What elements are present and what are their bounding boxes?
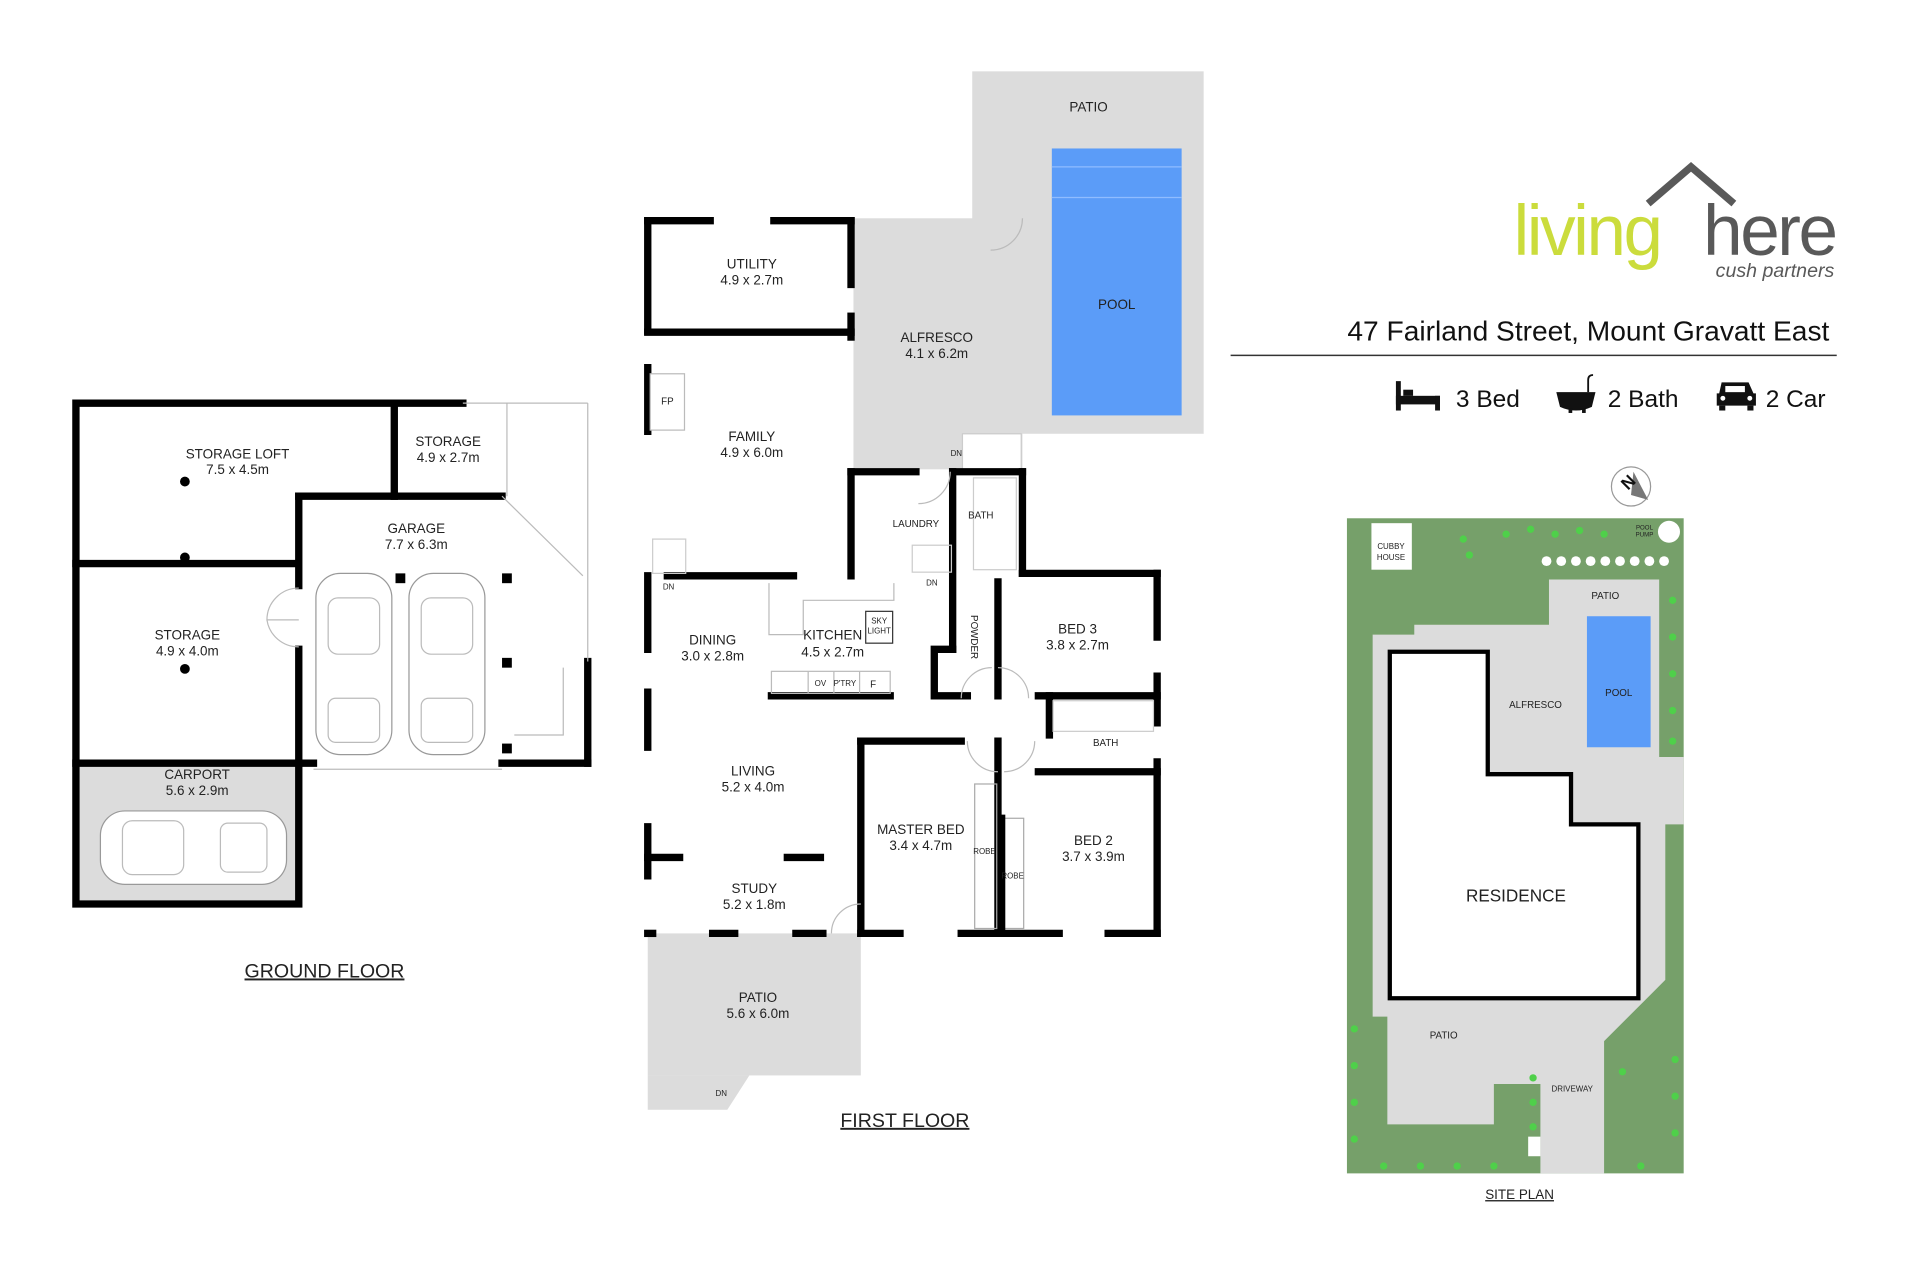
- site-label: POOL: [1636, 524, 1654, 531]
- bed-icon: [1395, 381, 1440, 411]
- car-icon: [1716, 382, 1756, 411]
- first-floor-title: FIRST FLOOR: [840, 1110, 969, 1132]
- skylight-label: LIGHT: [867, 626, 891, 635]
- feature-label: 3 Bed: [1456, 386, 1520, 413]
- car-graphic: [408, 572, 486, 756]
- site-plan: N CUBBY HOUSE POOL PUMP PATIO POOL ALFRE…: [1346, 466, 1684, 1202]
- shrubs: [1350, 525, 1679, 1170]
- site-plan-title: SITE PLAN: [1485, 1187, 1554, 1202]
- car-graphic: [99, 810, 288, 886]
- room-size: 5.6 x 2.9m: [166, 783, 229, 798]
- stairs-down-label: DN: [715, 1089, 727, 1098]
- room-size: 5.2 x 4.0m: [722, 779, 785, 794]
- stairs-down-label: DN: [926, 579, 938, 588]
- residence-footprint: [1387, 649, 1641, 1001]
- stairs-down-label: DN: [663, 582, 675, 591]
- room-size: 7.7 x 6.3m: [385, 537, 448, 552]
- room-name: STORAGE: [415, 434, 481, 449]
- room-name: MASTER BED: [877, 822, 965, 837]
- fireplace-label: FP: [661, 396, 674, 407]
- room-size: 3.4 x 4.7m: [889, 838, 952, 853]
- room-name: PATIO: [739, 990, 777, 1005]
- room-name: BED 3: [1058, 621, 1097, 636]
- feature-label: 2 Bath: [1608, 386, 1679, 413]
- room-size: 4.9 x 2.7m: [417, 450, 480, 465]
- room-name: LAUNDRY: [893, 519, 940, 530]
- room-name: STORAGE LOFT: [186, 446, 290, 461]
- site-pool: [1586, 616, 1651, 748]
- room-size: 5.2 x 1.8m: [723, 897, 786, 912]
- room-size: 3.8 x 2.7m: [1046, 637, 1109, 652]
- ground-floor-plan: STORAGE LOFT 7.5 x 4.5m STORAGE 4.9 x 2.…: [72, 399, 592, 982]
- site-label: DRIVEWAY: [1552, 1084, 1594, 1093]
- room-name: PATIO: [1069, 100, 1107, 115]
- room-name: KITCHEN: [803, 628, 862, 643]
- pantry-label: P'TRY: [834, 679, 857, 688]
- room-size: 4.5 x 2.7m: [801, 645, 864, 660]
- room-name: STUDY: [731, 881, 777, 896]
- room-name: STORAGE: [155, 628, 221, 643]
- ground-floor-title: GROUND FLOOR: [245, 960, 405, 982]
- room-size: 5.6 x 6.0m: [727, 1006, 790, 1021]
- site-label: HOUSE: [1377, 553, 1405, 562]
- room-name: LIVING: [731, 763, 775, 778]
- car-graphic: [315, 572, 393, 756]
- feature-label: 2 Car: [1766, 386, 1826, 413]
- room-name: DINING: [689, 632, 736, 647]
- site-label: ALFRESCO: [1509, 700, 1562, 711]
- patio-area: [647, 933, 861, 1076]
- site-label: POOL: [1605, 688, 1633, 699]
- alfresco-area: [853, 218, 1023, 470]
- room-name: CARPORT: [164, 767, 230, 782]
- site-label: PATIO: [1430, 1031, 1458, 1042]
- first-floor-plan: PATIO POOL UTILITY 4.9 x 2.7m ALFRESCO 4…: [644, 71, 1204, 1132]
- pool-area: [1051, 148, 1182, 416]
- room-name: FAMILY: [728, 429, 775, 444]
- room-name: ALFRESCO: [900, 330, 973, 345]
- site-label: CUBBY: [1377, 542, 1405, 551]
- hedge: [1541, 556, 1669, 567]
- site-label: PATIO: [1591, 591, 1619, 602]
- fridge-label: F: [870, 679, 876, 690]
- feature-bath: 2 Bath: [1556, 374, 1679, 413]
- room-name: POOL: [1098, 297, 1136, 312]
- skylight-label: SKY: [871, 617, 888, 626]
- outer-wall: [72, 399, 467, 908]
- room-name: BATH: [968, 510, 993, 521]
- property-address: 47 Fairland Street, Mount Gravatt East: [1347, 316, 1829, 347]
- logo-living: living: [1513, 192, 1660, 271]
- logo-here: here: [1703, 192, 1835, 271]
- room-size: 3.0 x 2.8m: [681, 648, 744, 663]
- site-label: PUMP: [1636, 532, 1654, 539]
- room-size: 4.9 x 2.7m: [720, 272, 783, 287]
- room-size: 4.1 x 6.2m: [905, 346, 968, 361]
- robe-label: ROBE: [973, 847, 996, 856]
- north-arrow-icon: N: [1610, 466, 1652, 507]
- room-name: UTILITY: [727, 256, 777, 271]
- powder-label: POWDER: [968, 615, 979, 659]
- room-size: 4.9 x 4.0m: [156, 643, 219, 658]
- room-size: 3.7 x 3.9m: [1062, 849, 1125, 864]
- site-label: RESIDENCE: [1466, 886, 1566, 906]
- feature-car: 2 Car: [1716, 382, 1826, 413]
- room-name: BED 2: [1074, 833, 1113, 848]
- robe-label: ROBE: [1001, 871, 1024, 880]
- logo-subtitle: cush partners: [1716, 260, 1835, 282]
- oven-label: OV: [815, 679, 827, 688]
- bath-icon: [1556, 374, 1596, 413]
- feature-bed: 3 Bed: [1395, 381, 1520, 413]
- brand-logo: living here cush partners: [1513, 162, 1838, 282]
- stairs-down-label: DN: [951, 449, 963, 458]
- room-name: BATH: [1093, 738, 1118, 749]
- room-name: GARAGE: [388, 521, 446, 536]
- room-size: 4.9 x 6.0m: [720, 445, 783, 460]
- room-size: 7.5 x 4.5m: [206, 462, 269, 477]
